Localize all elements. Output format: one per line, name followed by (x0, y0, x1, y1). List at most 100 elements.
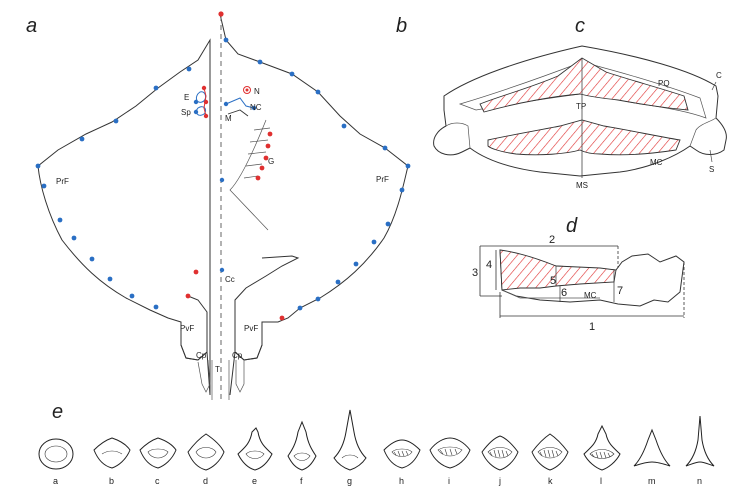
landmark-dot (185, 293, 191, 299)
panel-d-letter: d (566, 215, 578, 237)
scale-type-i: i (429, 437, 471, 486)
landmark-dot (153, 85, 159, 91)
scale-type-f: f (287, 420, 317, 486)
panel-d: d 2 3 4 5 6 7 1 MC (472, 215, 685, 333)
landmark-dot (41, 183, 47, 189)
landmark-dot (341, 123, 347, 129)
cartilage-outer (433, 45, 727, 177)
scale-label: f (300, 476, 303, 486)
scale-type-l: l (583, 424, 621, 486)
landmark-dot (193, 99, 199, 105)
landmark-dot (129, 293, 135, 299)
measure-label-2: 2 (549, 234, 555, 246)
landmark-dot (79, 136, 85, 142)
landmark-dot (371, 239, 377, 245)
measure-label-4: 4 (486, 259, 492, 271)
cartilage-side-right (689, 117, 717, 147)
blue-landmarks (35, 37, 411, 311)
landmark-dot (153, 304, 159, 310)
nostril-ring (243, 86, 251, 94)
panel-e: e a b c d e (38, 401, 715, 486)
ray-disc-outline (37, 13, 409, 396)
clasper-right (235, 360, 245, 393)
scale-label: h (399, 476, 404, 486)
label-e: E (184, 93, 189, 102)
label-t: T (215, 365, 220, 374)
landmark-dot (257, 59, 263, 65)
landmark-dot (223, 37, 229, 43)
scale-label: j (498, 476, 501, 486)
panel-a-letter: a (26, 15, 37, 37)
landmark-dot (219, 177, 225, 183)
scale-type-d: d (187, 433, 225, 486)
scale-type-b: b (93, 437, 131, 486)
gill-slits (243, 127, 271, 179)
scale-type-k: k (531, 433, 569, 486)
scale-type-a: a (38, 438, 74, 486)
landmark-dot (219, 267, 225, 273)
landmark-dot (315, 89, 321, 95)
label-pvf-right: PvF (244, 324, 258, 333)
landmark-dot (186, 66, 192, 72)
landmark-dot (315, 296, 321, 302)
scale-label: n (697, 476, 702, 486)
landmark-dot (399, 187, 405, 193)
scale-label: c (155, 476, 160, 486)
landmark-dot (193, 109, 199, 115)
label-prf-left: PrF (56, 177, 69, 186)
palatoquadrate-hatched (479, 57, 689, 113)
landmark-dot (218, 11, 224, 17)
landmark-dot (251, 105, 257, 111)
measure-label-6: 6 (561, 287, 567, 299)
landmark-dot (113, 118, 119, 124)
label-pvf-left: PvF (180, 324, 194, 333)
scale-type-j: j (481, 435, 519, 486)
pelvic-fin-right (234, 255, 300, 361)
scale-type-c: c (139, 437, 177, 486)
panel-b-letter: b (396, 15, 407, 37)
scale-label: l (600, 476, 602, 486)
landmark-dot (35, 163, 41, 169)
cartilage-side-left (445, 122, 471, 149)
landmark-dot (382, 145, 388, 151)
gill-arch-line (229, 119, 269, 231)
label-cp-left: Cp (196, 351, 207, 360)
landmark-dot (245, 88, 249, 92)
measure-label-1: 1 (589, 321, 595, 333)
eye-outline (195, 91, 207, 103)
label-mc: MC (650, 158, 663, 167)
panel-a: a (26, 11, 411, 400)
landmark-dot (259, 165, 265, 171)
landmark-dot (263, 155, 269, 161)
scale-label: g (347, 476, 352, 486)
label-g: G (268, 157, 274, 166)
landmark-dot (335, 279, 341, 285)
meckels-cartilage-hatched (487, 119, 681, 156)
c-pointer (711, 81, 717, 91)
scale-type-n: n (685, 415, 715, 486)
panel-e-letter: e (52, 401, 63, 423)
label-tp: TP (576, 102, 586, 111)
landmark-dot (223, 101, 229, 107)
hemi-jaw-lower-line (501, 289, 600, 299)
panel-c: c PQ C TP MC MS S (433, 15, 727, 190)
nasal-curtain (225, 97, 255, 109)
label-s: S (709, 165, 714, 174)
scale-label: m (648, 476, 656, 486)
label-cc: Cc (225, 275, 235, 284)
landmark-dot (107, 276, 113, 282)
measure-label-7: 7 (617, 285, 623, 297)
label-nc: NC (250, 103, 262, 112)
landmark-dot (71, 235, 77, 241)
landmark-dot (385, 221, 391, 227)
measure-label-3: 3 (472, 267, 478, 279)
scale-label: d (203, 476, 208, 486)
scale-label: a (53, 476, 58, 486)
landmark-dot (57, 217, 63, 223)
label-cp-right: Cp (232, 351, 243, 360)
hemi-jaw-hatched (499, 249, 617, 291)
s-pointer (709, 149, 713, 163)
landmark-dot (267, 131, 273, 137)
panel-c-letter: c (575, 15, 585, 37)
